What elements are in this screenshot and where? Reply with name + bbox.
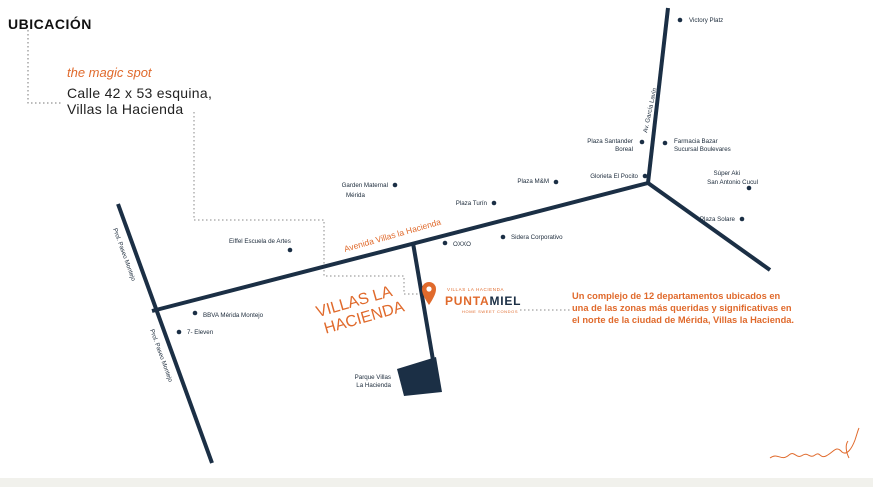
address-line-1: Calle 42 x 53 esquina, [67, 85, 213, 101]
parque-block [397, 357, 442, 396]
tagline: the magic spot [67, 65, 152, 80]
road-avenida-villas-la-hacienda [151, 181, 649, 313]
street-label-montejo-upper: Prol. Paseo Montejo [111, 227, 137, 282]
landmark-dot-sidera [500, 234, 506, 240]
landmark-plaza-santander-1: Plaza Santander [587, 138, 633, 145]
landmark-dot-victory-platz [677, 17, 683, 23]
landmark-sidera: Sidera Corporativo [511, 234, 563, 241]
landmark-seven: 7- Eleven [187, 329, 214, 336]
landmark-parque-1: Parque Villas [355, 374, 391, 381]
landmark-dot-garden [392, 182, 398, 188]
map-pin-icon [422, 282, 436, 305]
landmark-farmacia-2: Sucursal Boulevares [674, 146, 731, 153]
landmark-garden-2: Mérida [346, 192, 365, 199]
road-av-garcia-lavin [646, 7, 670, 184]
logo-sub-text: HOME SWEET CONDOS [462, 309, 518, 314]
landmark-dot-plaza-turin [491, 200, 497, 206]
landmark-dot-plaza-solare [739, 216, 745, 222]
landmark-garden-1: Garden Maternal [342, 182, 388, 189]
landmark-super-aki-2: San Antonio Cucul [707, 179, 758, 186]
road-prol-paseo-montejo [116, 203, 214, 464]
logo-main-text: PUNTAMIEL [445, 294, 521, 308]
landmark-plaza-santander-2: Boreal [615, 146, 633, 153]
landmark-plaza-solare: Plaza Solare [700, 216, 736, 223]
landmark-bbva: BBVA Mérida Montejo [203, 312, 264, 319]
landmark-plaza-mm: Plaza M&M [517, 178, 549, 185]
landmark-dot-seven [176, 329, 182, 335]
road-calle-42 [411, 242, 435, 361]
header-connector [27, 30, 62, 104]
landmark-eiffel: Eiffel Escuela de Artes [229, 238, 291, 245]
address-connector [193, 112, 430, 295]
logo-main-part1: PUNTA [445, 294, 489, 308]
description-line-3: el norte de la ciudad de Mérida, Villas … [572, 315, 794, 325]
landmark-parque-2: La Hacienda [356, 382, 391, 389]
landmark-dot-eiffel [287, 247, 293, 253]
description-line-1: Un complejo de 12 departamentos ubicados… [572, 291, 781, 301]
road-east-branch [646, 181, 772, 272]
street-label-montejo-lower: Prol. Paseo Montejo [148, 328, 174, 383]
landmark-dot-super-aki [746, 185, 752, 191]
landmark-dot-bbva [192, 310, 198, 316]
landmark-dot-glorieta [642, 173, 648, 179]
footer-band [0, 478, 873, 487]
landmark-dot-oxxo [442, 240, 448, 246]
landmark-glorieta: Glorieta El Pocito [590, 173, 638, 180]
puntamiel-logo: VILLAS LA HACIENDA PUNTAMIEL HOME SWEET … [445, 287, 521, 314]
landmark-farmacia-1: Farmacia Bazar [674, 138, 718, 145]
signature-logo-icon [769, 427, 860, 459]
landmark-dot-plaza-santander [639, 139, 645, 145]
landmark-super-aki-1: Súper Aki [714, 170, 740, 177]
project-description: Un complejo de 12 departamentos ubicados… [572, 290, 832, 326]
landmark-victory-platz: Victory Platz [689, 17, 723, 24]
landmark-dot-farmacia [662, 140, 668, 146]
logo-main-part2: MIEL [489, 294, 521, 308]
logo-top-text: VILLAS LA HACIENDA [447, 287, 504, 292]
landmark-oxxo: OXXO [453, 241, 471, 248]
landmark-dot-plaza-mm [553, 179, 559, 185]
description-line-2: una de las zonas más queridas y signific… [572, 303, 792, 313]
landmark-plaza-turin: Plaza Turín [456, 200, 488, 207]
address-line-2: Villas la Hacienda [67, 101, 184, 117]
section-title: UBICACIÓN [8, 16, 92, 32]
